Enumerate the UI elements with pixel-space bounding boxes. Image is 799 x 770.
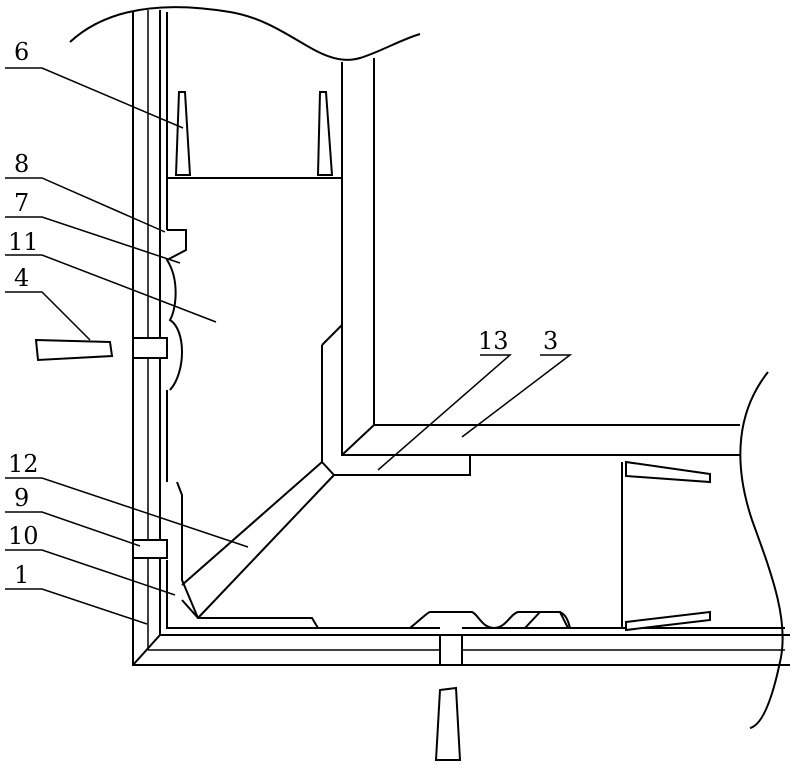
- wedge-pin-4: [36, 340, 112, 360]
- label-13: 13: [478, 327, 509, 355]
- label-7: 7: [14, 189, 29, 217]
- label-1: 1: [14, 561, 29, 589]
- inner-frame-3: [342, 62, 740, 455]
- corner-connector-11: [167, 178, 470, 628]
- label-3: 3: [543, 327, 558, 355]
- slot-block-upper: [133, 338, 167, 358]
- outer-frame-1: [133, 12, 790, 665]
- outer-frame-inner-edge: [160, 10, 790, 635]
- label-9: 9: [14, 484, 29, 512]
- diagonal-brace-12: [182, 462, 334, 618]
- label-10: 10: [8, 522, 39, 550]
- label-4: 4: [14, 264, 29, 292]
- bottom-bumps: [410, 612, 570, 628]
- label-12: 12: [8, 450, 39, 478]
- label-8: 8: [14, 150, 29, 178]
- label-6: 6: [14, 38, 29, 66]
- slot-block-bottom: [440, 635, 462, 665]
- label-11: 11: [8, 228, 39, 256]
- outer-frame-inner-wall: [167, 12, 785, 628]
- right-break-line: [740, 372, 782, 728]
- top-break-line: [70, 7, 420, 60]
- wedge-pin-bottom: [436, 688, 460, 760]
- tapered-pin-6-right: [318, 92, 332, 175]
- right-connector: [470, 462, 622, 628]
- slot-block-9: [133, 540, 167, 558]
- inner-frame-3-inner-edge: [374, 58, 740, 425]
- inner-frame-3-bevel: [342, 425, 374, 455]
- tapered-pin-right-top: [626, 462, 710, 482]
- tapered-pin-6-left: [176, 92, 190, 175]
